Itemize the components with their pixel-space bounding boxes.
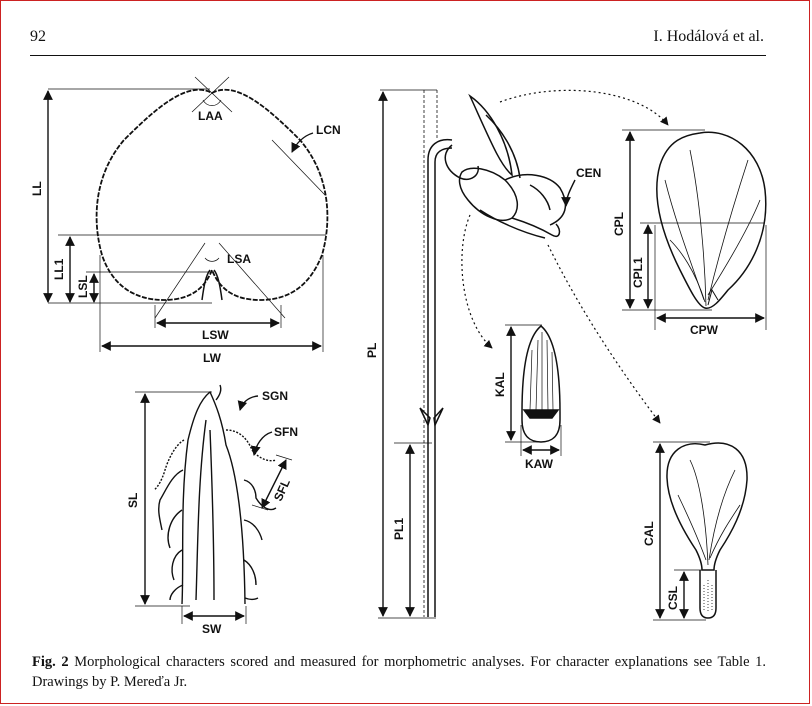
leaf-dimension-arrows xyxy=(43,90,322,351)
sepal-dimension-lines xyxy=(505,324,562,456)
label-pl1: PL1 xyxy=(392,518,406,540)
spurred-petal-dimension-arrows xyxy=(655,443,689,619)
label-cal: CAL xyxy=(642,521,656,546)
spurred-petal-drawing xyxy=(666,442,748,619)
label-sl: SL xyxy=(126,493,140,508)
caption-figure-label: Fig. 2 xyxy=(32,654,69,670)
label-sfn: SFN xyxy=(274,425,298,439)
pointer-dotted-arrows xyxy=(461,89,669,424)
sepal-drawing xyxy=(521,325,561,443)
morphology-figure: LL LL1 LSL LAA LCN LSA LSW LW SL SG xyxy=(30,76,767,636)
caption-text: Morphological characters scored and meas… xyxy=(32,654,766,690)
petal-dimension-lines xyxy=(622,129,767,330)
peduncle-drawing xyxy=(419,90,453,617)
header-rule xyxy=(30,55,766,56)
label-ll1: LL1 xyxy=(52,258,66,280)
label-csl: CSL xyxy=(666,586,680,610)
label-lsl: LSL xyxy=(76,275,90,298)
stipule-drawing xyxy=(153,384,277,605)
label-lcn: LCN xyxy=(316,123,341,137)
leaf-measure-lines xyxy=(48,76,326,352)
label-cpl: CPL xyxy=(612,212,626,236)
label-lsa: LSA xyxy=(227,252,251,266)
stipule-dimension-lines xyxy=(135,391,293,624)
spurred-petal-dimension-lines xyxy=(653,441,710,621)
leaf-drawing xyxy=(95,88,329,301)
label-sgn: SGN xyxy=(262,389,288,403)
page-number: 92 xyxy=(30,28,46,45)
petal-drawing xyxy=(656,131,767,309)
figure-caption: Fig. 2 Morphological characters scored a… xyxy=(32,652,766,692)
stipule-dimension-arrows xyxy=(140,393,287,621)
label-kal: KAL xyxy=(493,372,507,397)
label-lw: LW xyxy=(203,351,222,365)
label-cpw: CPW xyxy=(690,323,719,337)
flower-drawing xyxy=(444,93,567,239)
label-laa: LAA xyxy=(198,109,223,123)
label-kaw: KAW xyxy=(525,457,554,471)
peduncle-dimension-arrows xyxy=(378,91,576,617)
label-cpl1: CPL1 xyxy=(631,257,645,288)
label-pl: PL xyxy=(365,343,379,358)
petal-dimension-arrows xyxy=(625,131,765,323)
running-head: I. Hodálová et al. xyxy=(653,28,764,45)
label-ll: LL xyxy=(30,181,44,196)
peduncle-dimension-lines xyxy=(378,89,437,619)
label-sfl: SFL xyxy=(271,477,293,503)
label-lsw: LSW xyxy=(202,328,229,342)
sepal-dimension-arrows xyxy=(506,326,560,455)
label-cen: CEN xyxy=(576,166,601,180)
label-sw: SW xyxy=(202,622,222,636)
